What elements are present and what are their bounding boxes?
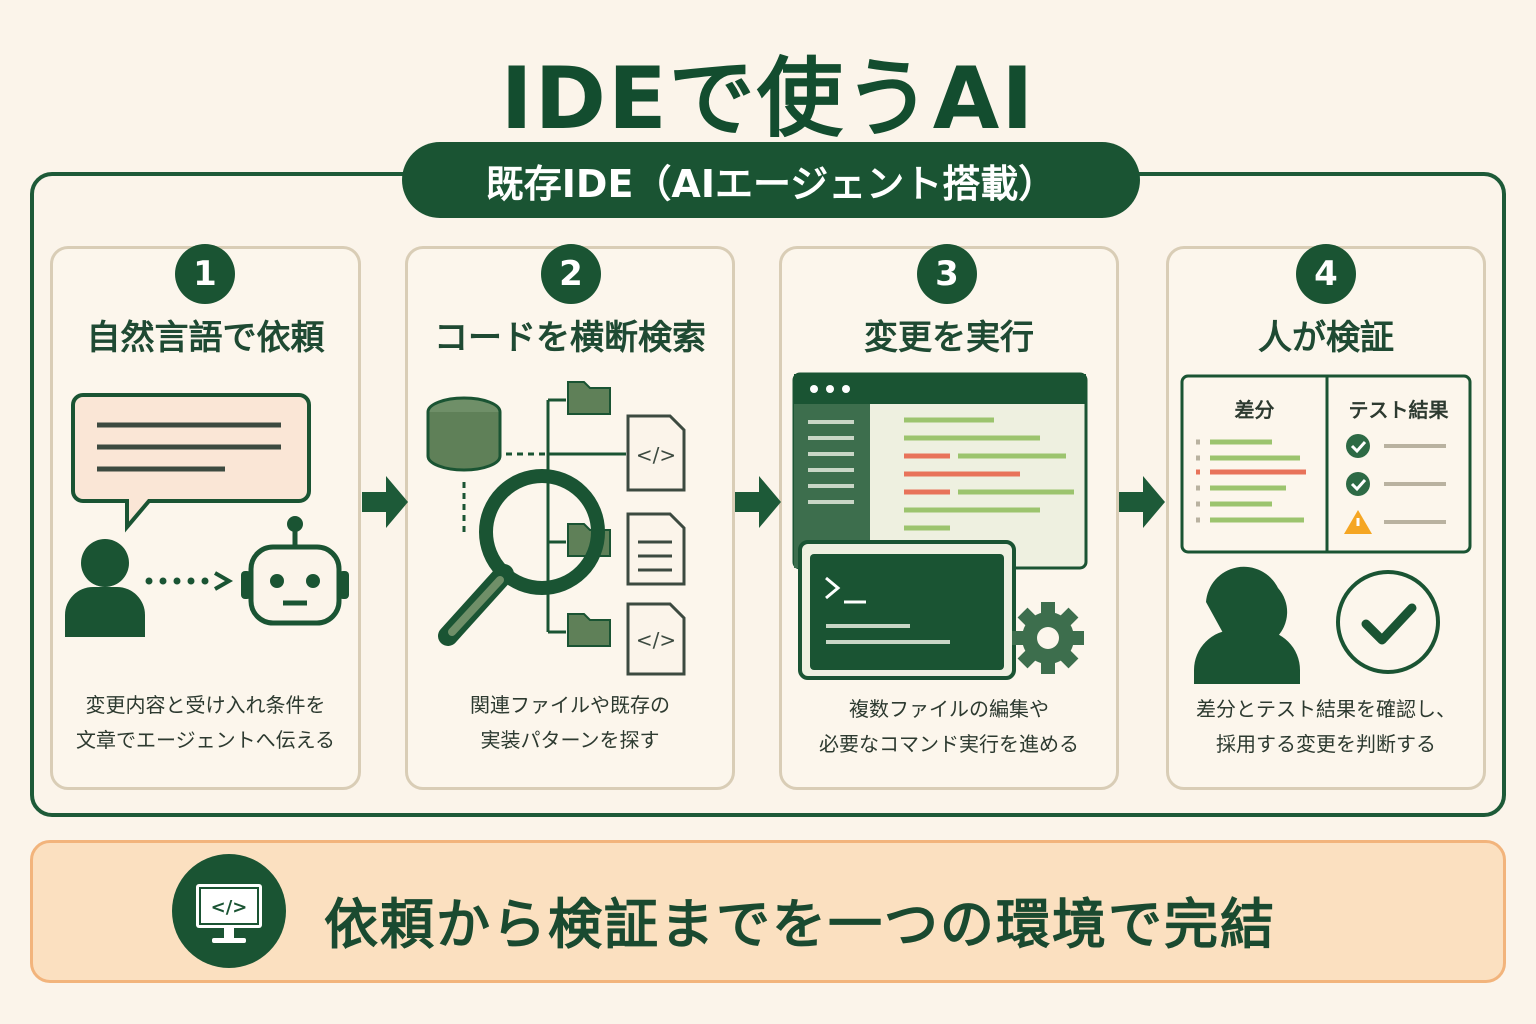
ide-banner: 既存IDE（AIエージェント搭載） bbox=[402, 142, 1140, 218]
monitor-code-icon: </> bbox=[172, 854, 286, 968]
page-title: IDEで使うAI bbox=[500, 49, 1036, 149]
svg-text:</>: </> bbox=[211, 897, 248, 918]
diff-label: 差分 bbox=[1234, 398, 1275, 422]
request-illustration bbox=[65, 393, 349, 637]
step-title-1: 自然言語で依頼 bbox=[86, 318, 325, 358]
gear-icon bbox=[1012, 602, 1084, 674]
code-file-icon bbox=[626, 414, 686, 676]
step-desc-1: 変更内容と受け入れ条件を 文章でエージェントへ伝える bbox=[76, 693, 335, 752]
arrow-right-icon bbox=[362, 476, 408, 528]
user-icon bbox=[65, 539, 145, 637]
step-desc-3: 複数ファイルの編集や 必要なコマンド実行を進める bbox=[819, 697, 1079, 756]
verify-illustration bbox=[1180, 374, 1472, 684]
warning-icon bbox=[1344, 510, 1372, 534]
arrow-right-icon bbox=[1119, 476, 1165, 528]
test-result-label: テスト結果 bbox=[1348, 398, 1449, 422]
database-icon bbox=[426, 396, 502, 472]
arrow-right-icon bbox=[735, 476, 781, 528]
step-number-2: 2 bbox=[541, 244, 601, 304]
check-circle-icon bbox=[1346, 434, 1370, 496]
step-title-4: 人が検証 bbox=[1258, 318, 1394, 358]
search-illustration: </> </> bbox=[426, 381, 686, 676]
step-number-4: 4 bbox=[1296, 244, 1356, 304]
magnifier-icon bbox=[438, 469, 605, 646]
svg-text:</>: </> bbox=[636, 443, 676, 467]
step-title-2: コードを横断検索 bbox=[434, 318, 706, 358]
reviewer-person-icon bbox=[1194, 566, 1300, 684]
svg-text:</>: </> bbox=[636, 628, 676, 652]
step-desc-2: 関連ファイルや既存の 実装パターンを探す bbox=[470, 693, 670, 752]
editor-window-icon bbox=[792, 372, 1088, 570]
step-card-2 bbox=[405, 246, 735, 790]
step-card-1 bbox=[50, 246, 361, 790]
robot-icon bbox=[241, 516, 349, 626]
approve-check-icon bbox=[1336, 570, 1440, 674]
execute-illustration bbox=[792, 372, 1088, 680]
terminal-icon bbox=[798, 540, 1016, 680]
step-number-3: 3 bbox=[917, 244, 977, 304]
dotted-arrow-icon bbox=[145, 571, 234, 591]
step-desc-4: 差分とテスト結果を確認し、 採用する変更を判断する bbox=[1196, 697, 1456, 756]
step-title-3: 変更を実行 bbox=[864, 318, 1034, 358]
summary-text: 依頼から検証までを一つの環境で完結 bbox=[324, 893, 1276, 956]
speech-bubble-icon bbox=[71, 393, 311, 533]
step-number-1: 1 bbox=[175, 244, 235, 304]
